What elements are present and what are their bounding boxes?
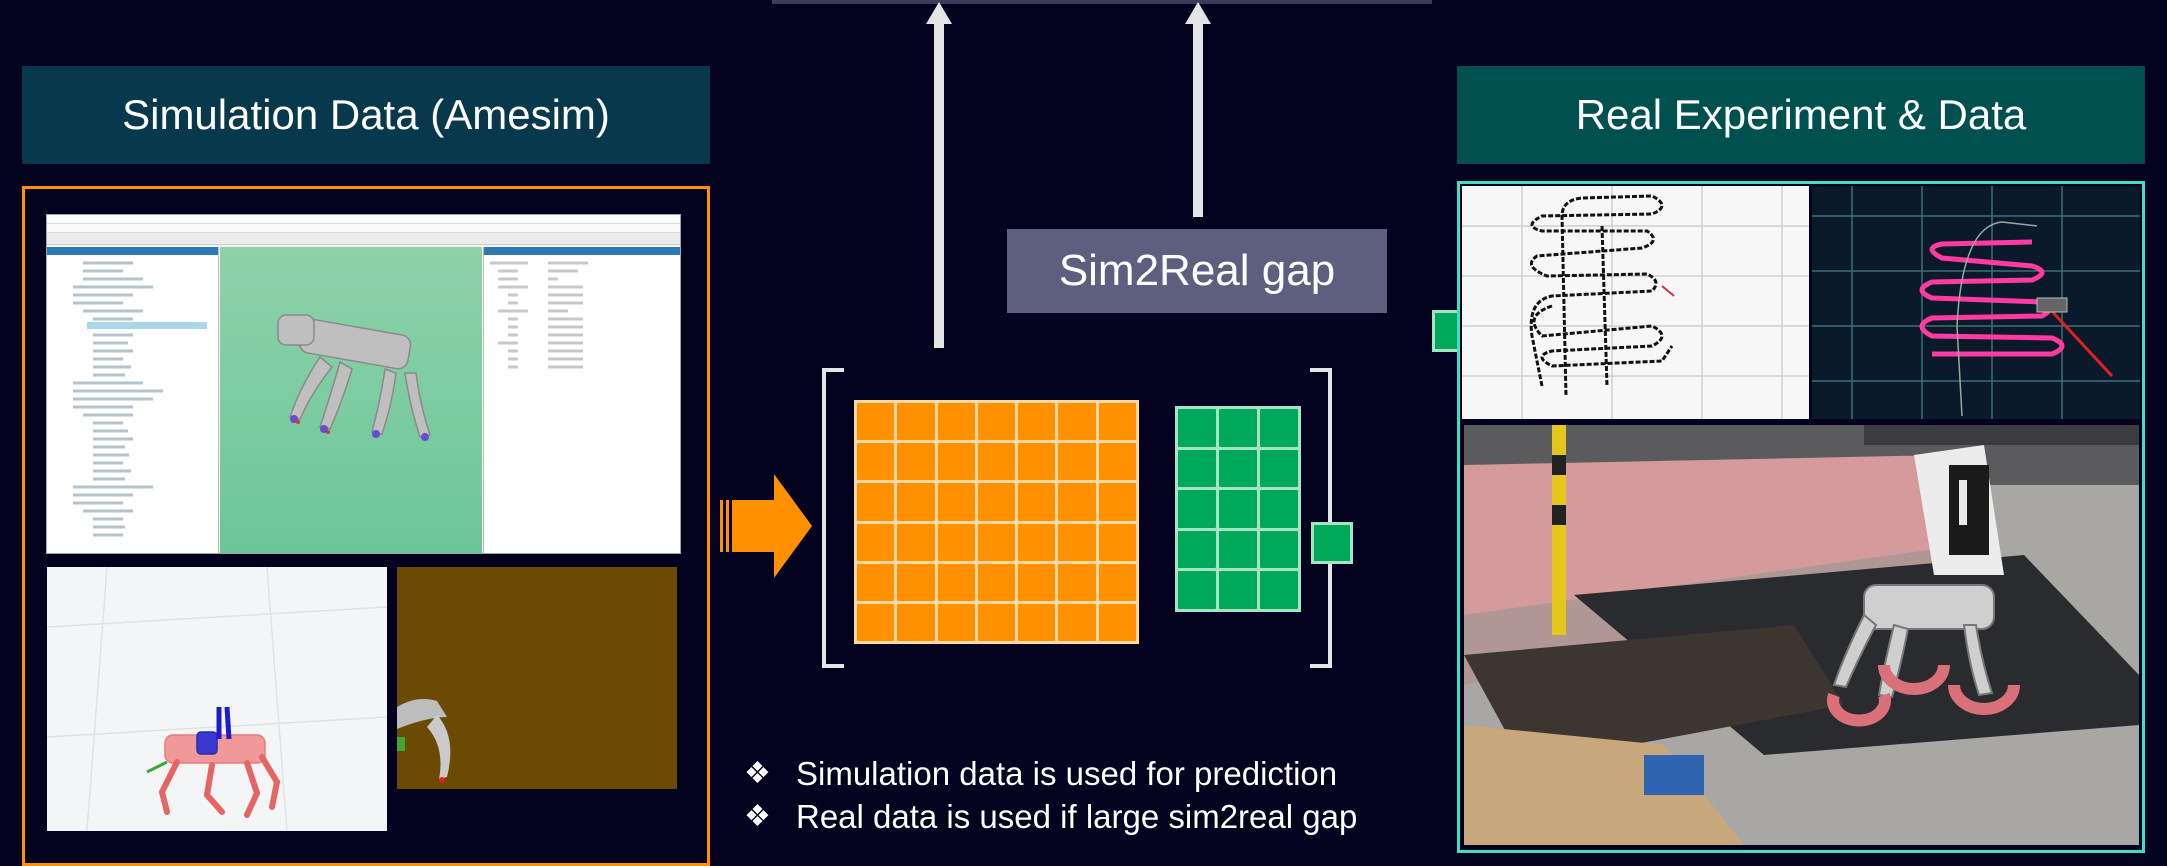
real-experiment-title: Real Experiment & Data [1575,91,2027,138]
object-tree-header [47,247,218,255]
real-data-connector [1432,310,1460,352]
up-arrows [926,2,1211,348]
simulation-data-header: Simulation Data (Amesim) [22,66,710,164]
property-header [484,247,680,255]
bullet-item-real-data: ❖ Real data is used if large sim2real ga… [744,795,1444,838]
real-data-matrix [1175,406,1301,612]
property-panel [483,247,680,553]
bullet-text: Simulation data is used for prediction [796,755,1338,792]
robot-dog-render [277,314,431,441]
white-view-grid-and-robot [47,567,387,831]
object-tree-panel [47,247,219,553]
matrix-bracket-left [822,368,844,668]
sim2real-gap-label: Sim2Real gap [1058,246,1336,295]
app-menubar [47,224,680,233]
object-tree-lines [73,261,163,537]
top-bar [772,0,1432,4]
arrow-right-icon [720,474,812,578]
bullet-icon: ❖ [744,757,771,790]
simulation-data-matrix [854,400,1139,644]
matrix-bracket-right [1310,368,1332,668]
simulation-view-brown [397,567,677,789]
object-tree-selection [87,322,207,329]
viewport-3d [220,247,482,553]
sim2real-gap-box: Sim2Real gap [1007,229,1387,313]
bullet-list: ❖ Simulation data is used for prediction… [744,752,1444,838]
lab-scene-drawing [1464,425,2139,845]
trajectory-plot-dark [1812,186,2140,419]
app-toolbar [47,233,680,245]
real-data-cell-small [1311,522,1353,564]
brown-view-robot-leg [397,699,451,783]
simulation-app-screenshot [46,214,681,554]
property-lines [490,261,588,369]
bullet-icon: ❖ [744,800,771,833]
trajectory-plot-dark-drawing [1812,186,2140,419]
trajectory-plot-white [1462,186,1809,419]
real-experiment-header: Real Experiment & Data [1457,66,2145,164]
real-experiment-panel [1457,181,2145,853]
real-experiment-photo [1464,425,2139,845]
up-arrow-left [926,2,952,348]
trajectory-plot-white-drawing [1462,186,1809,419]
simulation-data-title: Simulation Data (Amesim) [122,91,610,138]
app-titlebar [47,215,680,224]
up-arrow-right [1185,2,1211,217]
simulation-view-white [47,567,387,831]
bullet-item-prediction: ❖ Simulation data is used for prediction [744,752,1444,795]
bullet-text: Real data is used if large sim2real gap [796,798,1358,835]
